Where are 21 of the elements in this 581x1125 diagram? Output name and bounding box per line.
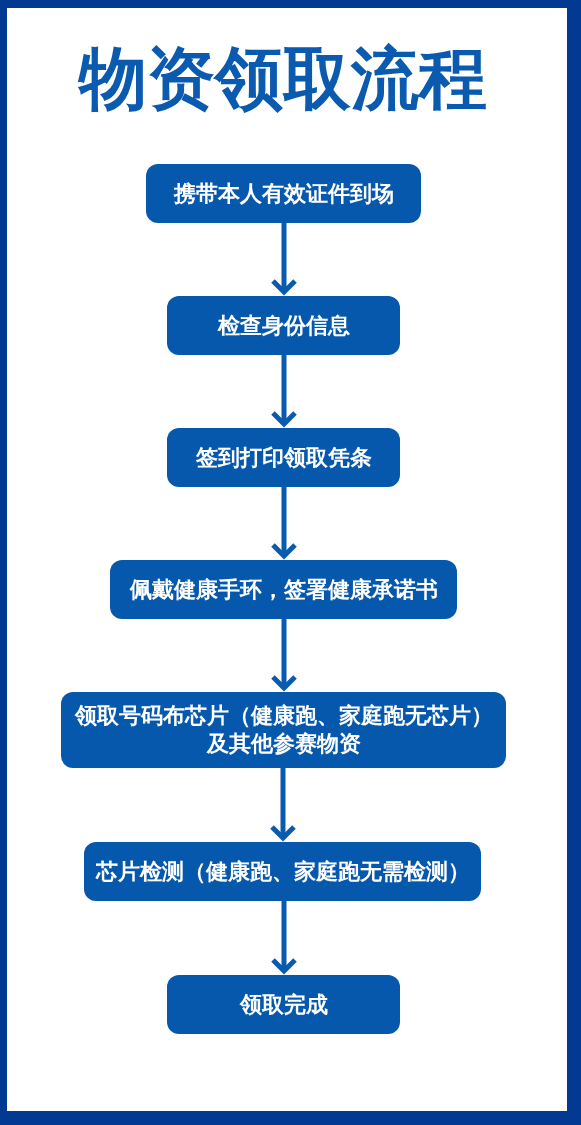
arrow xyxy=(270,355,298,427)
step-text: 签到打印领取凭条 xyxy=(195,443,372,472)
step-text: 领取完成 xyxy=(239,990,328,1019)
process-box xyxy=(146,164,421,223)
title: 物资领取流程 xyxy=(79,40,487,118)
arrow xyxy=(270,619,298,691)
step-text: 佩戴健康手环，签署健康承诺书 xyxy=(129,575,438,604)
process-box xyxy=(167,975,400,1034)
process-box xyxy=(167,296,400,355)
process-box xyxy=(110,560,457,619)
step-text: 芯片检测（健康跑、家庭跑无需检测） xyxy=(95,857,470,886)
step-text: 携带本人有效证件到场 xyxy=(173,179,394,208)
step-text: 检查身份信息 xyxy=(217,311,350,340)
process-box xyxy=(61,692,506,768)
step-text: 领取号码布芯片（健康跑、家庭跑无芯片）及其他参赛物资 xyxy=(73,702,494,758)
arrow xyxy=(270,487,298,559)
arrow xyxy=(269,768,297,841)
process-box xyxy=(84,842,481,901)
arrow xyxy=(270,223,298,295)
process-box xyxy=(167,428,400,487)
arrow xyxy=(270,901,298,974)
